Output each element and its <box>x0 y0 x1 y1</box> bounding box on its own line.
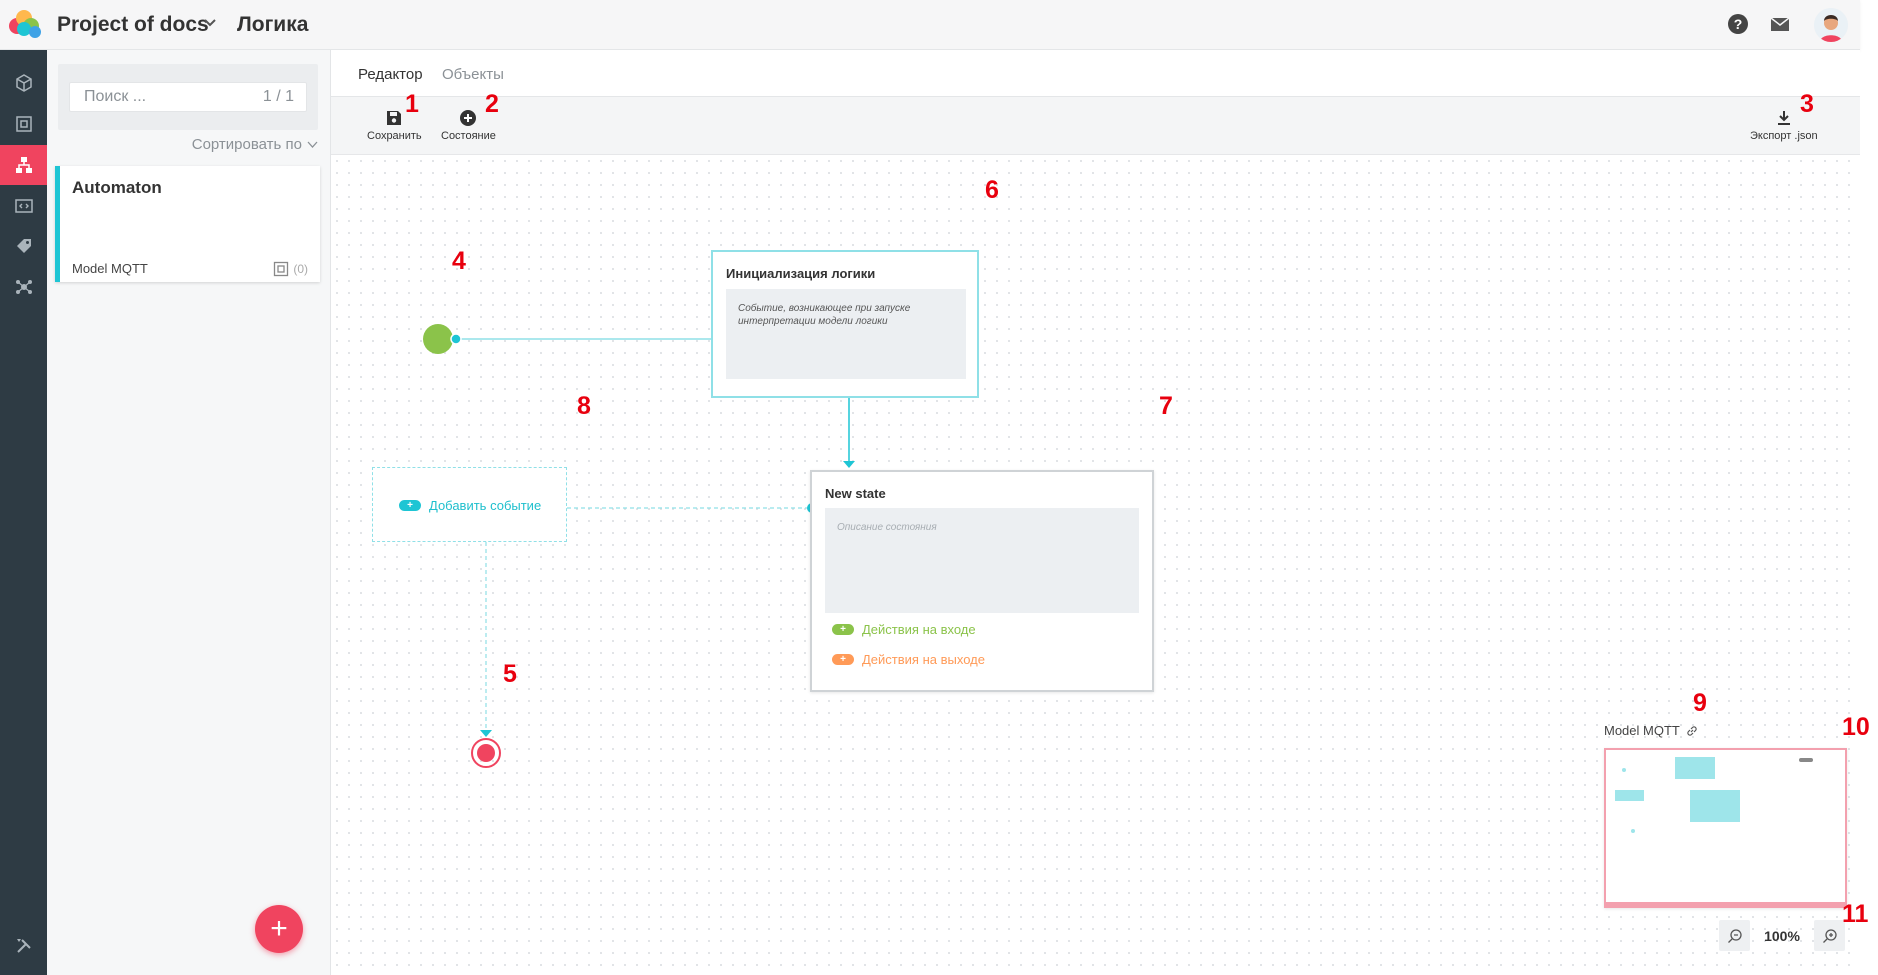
plus-icon: + <box>832 624 854 635</box>
download-icon <box>1777 111 1790 125</box>
add-event-node[interactable]: + Добавить событие <box>372 467 567 542</box>
init-node[interactable]: Инициализация логики Событие, возникающе… <box>711 250 979 398</box>
tools-icon <box>16 939 31 953</box>
search-input[interactable]: Поиск ... 1 / 1 <box>69 82 307 112</box>
save-label: Сохранить <box>367 130 422 142</box>
chevron-down-icon <box>307 141 318 148</box>
save-button[interactable]: Сохранить <box>367 109 422 142</box>
rail-item-models[interactable] <box>0 63 47 103</box>
search-panel: Поиск ... 1 / 1 <box>58 64 318 130</box>
annotation-marker-5: 5 <box>503 660 517 688</box>
app-logo-icon[interactable] <box>6 8 44 40</box>
export-json-button[interactable]: Экспорт .json <box>1750 109 1818 142</box>
connections-layer <box>423 324 855 768</box>
card-model: Model MQTT <box>72 261 148 276</box>
annotation-marker-9: 9 <box>1693 689 1707 717</box>
add-state-button[interactable]: Состояние <box>441 109 496 142</box>
card-count: (0) <box>273 261 308 277</box>
entry-actions-label: Действия на входе <box>862 622 976 637</box>
chevron-down-icon[interactable] <box>203 16 217 30</box>
annotation-marker-4: 4 <box>452 247 466 275</box>
state-label: Состояние <box>441 130 496 142</box>
zoom-out-icon <box>1727 928 1742 943</box>
top-bar: Project of docs Логика ? <box>0 0 1860 50</box>
state-node-title[interactable]: New state <box>825 486 886 501</box>
sort-dropdown[interactable]: Сортировать по <box>192 136 318 153</box>
annotation-marker-1: 1 <box>405 90 419 118</box>
export-label: Экспорт .json <box>1750 130 1818 142</box>
rail-item-tags[interactable] <box>0 226 47 266</box>
tab-objects[interactable]: Объекты <box>442 66 504 83</box>
sort-label: Сортировать по <box>191 136 302 153</box>
card-title: Automaton <box>72 178 162 197</box>
start-node[interactable] <box>423 324 453 354</box>
cube-icon <box>15 74 32 92</box>
automaton-card[interactable]: Automaton Model MQTT (0) <box>55 166 320 282</box>
svg-text:?: ? <box>1734 16 1743 32</box>
minimap-label[interactable]: Model MQTT <box>1604 723 1698 738</box>
entry-actions-button[interactable]: + Действия на входе <box>832 622 976 637</box>
rail-item-tools[interactable] <box>0 926 47 966</box>
end-node[interactable] <box>471 738 501 768</box>
toolbar: Сохранить Состояние Экспорт .json <box>331 97 1860 155</box>
left-rail <box>0 50 47 975</box>
sidebar: Поиск ... 1 / 1 Сортировать по Automaton… <box>47 50 331 975</box>
annotation-marker-11: 11 <box>1842 900 1869 928</box>
state-node[interactable]: New state Описание состояния + Действия … <box>810 470 1154 692</box>
device-icon <box>274 261 289 277</box>
exit-actions-button[interactable]: + Действия на выходе <box>832 652 985 667</box>
link-icon <box>1687 725 1697 736</box>
add-event-label: Добавить событие <box>429 498 542 513</box>
zoom-in-button[interactable] <box>1814 920 1845 951</box>
state-description-field[interactable]: Описание состояния <box>825 508 1139 613</box>
network-icon <box>15 280 32 294</box>
init-node-description: Событие, возникающее при запуске интерпр… <box>726 289 966 379</box>
card-count-value: (0) <box>293 262 308 276</box>
logic-canvas[interactable]: Инициализация логики Событие, возникающе… <box>331 155 1860 975</box>
minimap[interactable] <box>1604 748 1847 908</box>
search-placeholder: Поиск ... <box>84 88 147 105</box>
code-icon <box>14 199 33 213</box>
add-event-button[interactable]: + Добавить событие <box>399 498 541 513</box>
annotation-marker-6: 6 <box>985 176 999 204</box>
plus-icon: + <box>832 654 854 665</box>
annotation-marker-2: 2 <box>485 90 499 118</box>
minimap-model-name: Model MQTT <box>1604 723 1680 738</box>
plus-circle-icon <box>460 110 477 126</box>
zoom-in-icon <box>1822 928 1837 943</box>
avatar[interactable] <box>1814 8 1848 42</box>
device-icon <box>15 116 32 132</box>
minimize-icon[interactable] <box>1799 758 1813 762</box>
tag-icon <box>16 239 31 253</box>
add-button[interactable]: + <box>255 905 303 953</box>
help-icon[interactable]: ? <box>1727 13 1749 35</box>
hierarchy-icon <box>15 157 32 173</box>
search-count: 1 / 1 <box>262 88 294 105</box>
zoom-out-button[interactable] <box>1719 920 1750 951</box>
tab-editor[interactable]: Редактор <box>358 66 423 83</box>
annotation-marker-10: 10 <box>1842 713 1870 741</box>
page-title: Логика <box>237 13 309 36</box>
mail-icon[interactable] <box>1769 13 1791 35</box>
zoom-level: 100% <box>1764 927 1800 944</box>
annotation-marker-3: 3 <box>1800 90 1814 118</box>
project-name[interactable]: Project of docs <box>57 13 209 36</box>
rail-item-network[interactable] <box>0 267 47 307</box>
main-area: Редактор Объекты Сохранить Состояние Экс… <box>331 50 1860 975</box>
zoom-controls: 100% <box>1719 920 1845 951</box>
init-node-title: Инициализация логики <box>726 266 876 281</box>
tabs: Редактор Объекты <box>331 50 1860 97</box>
annotation-marker-7: 7 <box>1159 392 1173 420</box>
save-icon <box>387 111 402 125</box>
plus-icon: + <box>399 500 421 511</box>
rail-item-logic[interactable] <box>0 145 47 185</box>
minimap-preview <box>1606 757 1845 906</box>
rail-item-code[interactable] <box>0 186 47 226</box>
annotation-marker-8: 8 <box>577 392 591 420</box>
exit-actions-label: Действия на выходе <box>862 652 985 667</box>
rail-item-devices[interactable] <box>0 104 47 144</box>
